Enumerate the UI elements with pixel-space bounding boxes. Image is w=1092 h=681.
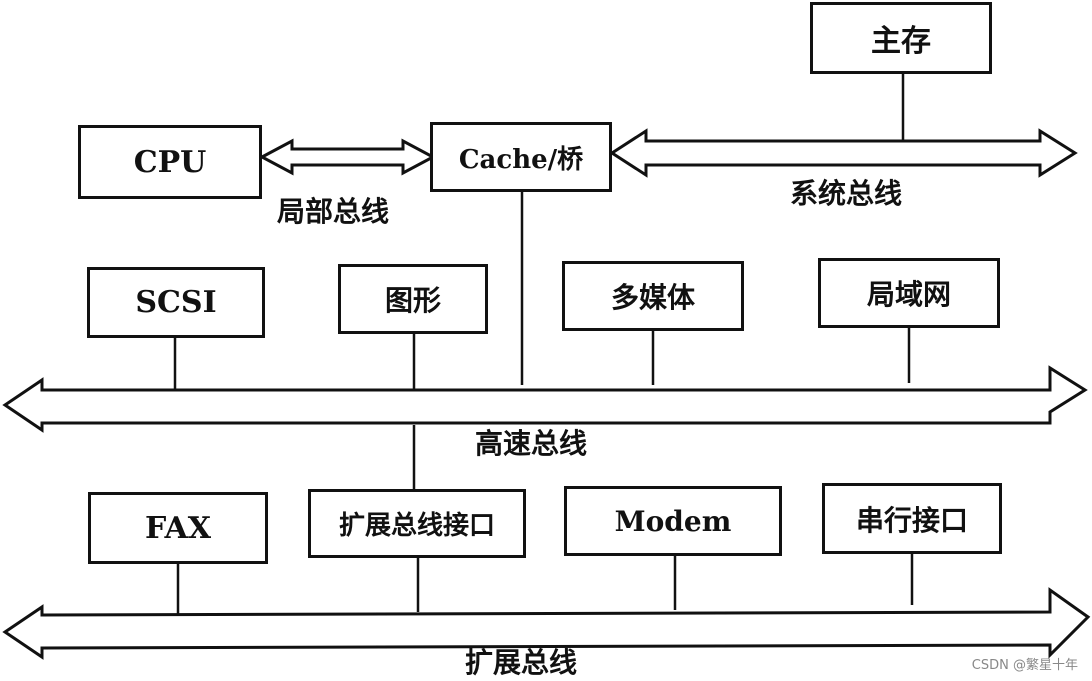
lan-box: 局域网	[818, 258, 1000, 328]
system-bus-label: 系统总线	[790, 177, 903, 210]
multimedia-box: 多媒体	[562, 261, 744, 331]
expansion-bus-label: 扩展总线	[465, 646, 578, 679]
main-memory-box: 主存	[810, 2, 992, 74]
watermark: CSDN @繁星十年	[971, 658, 1078, 673]
main-memory-label: 主存	[871, 24, 931, 59]
graphics-label: 图形	[384, 284, 441, 317]
modem-label: Modem	[614, 504, 732, 538]
lan-label: 局域网	[866, 278, 951, 311]
expansion-bus-arrow	[2, 587, 1091, 660]
expansion-bus-interface-label: 扩展总线接口	[338, 511, 495, 541]
high-speed-bus-arrow	[2, 365, 1088, 433]
graphics-box: 图形	[338, 264, 488, 334]
system-bus-arrow	[609, 128, 1078, 178]
cpu-box: CPU	[78, 125, 262, 199]
high-speed-bus-label: 高速总线	[475, 427, 588, 460]
cache-bridge-box: Cache/桥	[430, 122, 612, 192]
cpu-label: CPU	[133, 144, 207, 180]
multimedia-label: 多媒体	[610, 281, 695, 314]
fax-box: FAX	[88, 492, 268, 564]
scsi-label: SCSI	[135, 285, 217, 320]
expansion-bus-interface-box: 扩展总线接口	[308, 489, 526, 558]
fax-label: FAX	[144, 510, 212, 546]
local-bus-label: 局部总线	[277, 195, 390, 228]
cache-bridge-label: Cache/桥	[458, 144, 584, 175]
serial-interface-label: 串行接口	[855, 503, 968, 537]
serial-interface-box: 串行接口	[822, 483, 1002, 554]
local-bus-arrow	[258, 138, 437, 176]
modem-box: Modem	[564, 486, 782, 556]
scsi-box: SCSI	[87, 267, 265, 338]
